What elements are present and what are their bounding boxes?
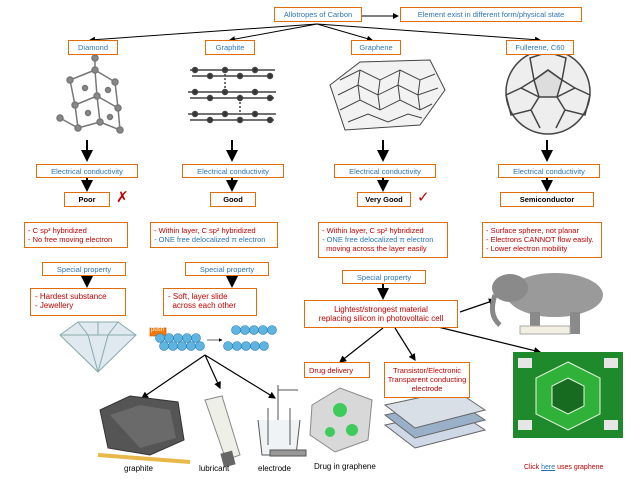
graphite-ec-label: Electrical conductivity [182, 164, 284, 178]
drug-delivery-box: Drug delivery [304, 362, 370, 378]
graphene-header: Graphene [351, 40, 401, 55]
graphene-properties: - Within layer, C sp² hybridized - ONE f… [318, 222, 448, 258]
graphite-sp-label: Special property [185, 262, 269, 276]
diamond-properties: - C sp³ hybridized - No free moving elec… [24, 222, 128, 248]
diamond-prop-1: - C sp³ hybridized [28, 226, 87, 235]
lubricant-caption: lubricant [199, 464, 230, 473]
push-label: push [151, 327, 165, 333]
graphene-ec-label: Electrical conductivity [334, 164, 436, 178]
diamond-special-1: - Hardest substance [35, 292, 107, 301]
here-link[interactable]: here [541, 464, 556, 471]
click-post: uses graphene [555, 464, 604, 471]
graphite-conductivity: Good [210, 192, 256, 207]
electrode-apparatus [257, 385, 307, 457]
graphite-caption: graphite [124, 464, 153, 473]
strength-illustration [489, 273, 603, 335]
diamond-header: Diamond [68, 40, 118, 55]
diamond-prop-2: - No free moving electron [28, 235, 113, 244]
fullerene-prop-1: - Surface sphere, not planar [486, 226, 579, 235]
transistor-line-3: electrode [411, 384, 443, 393]
click-pre: Click [524, 464, 542, 471]
fullerene-ec-label: Electrical conductivity [498, 164, 600, 178]
graphite-properties: - Within layer, C sp² hybridized - ONE f… [150, 222, 278, 248]
graphite-slide-illustration [149, 325, 277, 351]
graphene-prop-1: - Within layer, C sp² hybridized [322, 226, 424, 235]
diamond-special: - Hardest substance - Jewellery [30, 288, 126, 316]
allotropes-title-box: Allotropes of Carbon [274, 7, 362, 22]
graphene-conductivity: Very Good [357, 192, 411, 207]
graphene-prop-3: moving across the layer easily [322, 244, 427, 253]
diamond-conductivity: Poor [64, 192, 110, 207]
fullerene-header: Fullerene, C60 [506, 40, 574, 55]
top-connectors [89, 13, 541, 43]
cross-mark-icon: ✗ [116, 189, 129, 206]
graphite-special-2: across each other [168, 301, 237, 310]
fullerene-conductivity: Semiconductor [500, 192, 594, 207]
diamond-lattice [56, 54, 124, 134]
graphite-special: - Soft, layer slide across each other [163, 288, 257, 316]
drug-graphene-illustration [309, 387, 373, 453]
graphene-uses-poster [513, 352, 623, 438]
graphite-header: Graphite [205, 40, 255, 55]
transistor-stack [383, 389, 487, 449]
graphene-sp-label: Special property [342, 270, 426, 284]
graphene-sheet [329, 59, 446, 131]
transistor-line-2: Transparent conducting [387, 375, 467, 384]
lubricant-tube [204, 395, 241, 468]
fullerene-prop-3: - Lower electron mobility [486, 244, 568, 253]
fullerene-ball [505, 49, 591, 135]
graphite-layers [188, 66, 276, 124]
fullerene-prop-2: - Electrons CANNOT flow easily. [486, 235, 594, 244]
diamond-ec-label: Electrical conductivity [36, 164, 138, 178]
definition-box: Element exist in different form/physical… [400, 7, 582, 22]
graphene-special-1: Lightest/strongest material [334, 305, 428, 314]
electrode-caption: electrode [258, 464, 291, 473]
check-mark-icon: ✓ [417, 189, 430, 206]
drug-caption: Drug in graphene [314, 462, 376, 471]
diamond-special-2: - Jewellery [35, 301, 74, 310]
graphite-rock [97, 395, 191, 464]
diamond-gem [59, 321, 137, 373]
transistor-box: Transistor/Electronic Transparent conduc… [384, 362, 470, 398]
fullerene-properties: - Surface sphere, not planar - Electrons… [482, 222, 602, 258]
graphite-prop-2: - ONE free delocalized π electron [154, 235, 266, 244]
graphene-special-2: replacing silicon in photovoltaic cell [318, 314, 444, 323]
graphite-special-1: - Soft, layer slide [168, 292, 228, 301]
diamond-sp-label: Special property [42, 262, 126, 276]
graphene-special: Lightest/strongest material replacing si… [304, 300, 458, 328]
transistor-line-1: Transistor/Electronic [392, 366, 462, 375]
click-caption: Click here uses graphene [524, 464, 603, 471]
graphene-prop-2: - ONE free delocalized π electron [322, 235, 434, 244]
graphite-prop-1: - Within layer, C sp² hybridized [154, 226, 256, 235]
